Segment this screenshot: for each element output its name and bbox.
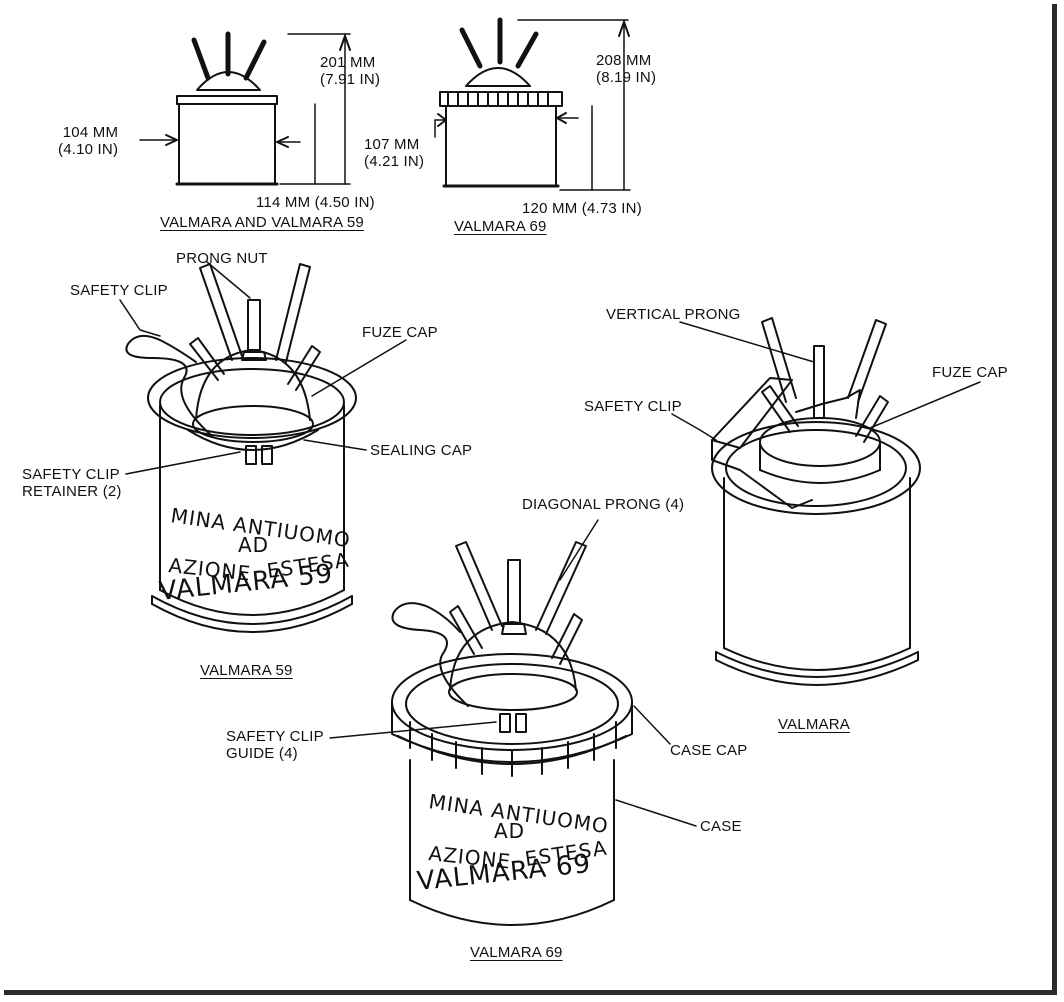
caption-valmara: VALMARA xyxy=(778,716,850,733)
width-dimension-valmara69: 107 MM (4.21 IN) xyxy=(364,136,424,170)
dimension-mm: 208 MM xyxy=(596,52,652,69)
base-dimension-valmara69: 120 MM (4.73 IN) xyxy=(522,200,642,217)
dimension-mm: 201 MM xyxy=(320,54,376,71)
valmara59-markings: MINA ANTIUOMO AD AZIONE ESTESA VALMARA 5… xyxy=(158,503,353,607)
dimension-in: (8.19 IN) xyxy=(596,69,657,86)
dimension-in: (4.10 IN) xyxy=(58,141,119,158)
label-safety-clip-retainer: SAFETY CLIP RETAINER (2) xyxy=(22,466,122,500)
label-line: SAFETY CLIP xyxy=(226,728,324,745)
base-dimension-valmara59: 114 MM (4.50 IN) xyxy=(256,194,375,211)
label-safety-clip: SAFETY CLIP xyxy=(70,282,168,299)
height-dimension-valmara59: 201 MM (7.91 IN) xyxy=(320,54,380,88)
valmara69-illustration xyxy=(391,541,633,926)
label-line: SAFETY CLIP xyxy=(22,466,120,483)
label-diagonal-prong: DIAGONAL PRONG (4) xyxy=(522,496,685,513)
label-sealing-cap: SEALING CAP xyxy=(370,442,473,459)
caption-valmara69: VALMARA 69 xyxy=(470,944,563,961)
caption-valmara-and-valmara59: VALMARA AND VALMARA 59 xyxy=(160,214,364,231)
valmara59-illustration xyxy=(125,263,357,633)
width-dimension-valmara59: 104 MM (4.10 IN) xyxy=(58,124,118,158)
caption-valmara59: VALMARA 59 xyxy=(200,662,293,679)
marking-line2: AD xyxy=(238,533,269,557)
label-line: GUIDE (4) xyxy=(226,745,298,762)
label-line: RETAINER (2) xyxy=(22,483,122,500)
dimension-in: (7.91 IN) xyxy=(320,71,381,88)
caption-valmara69-top: VALMARA 69 xyxy=(454,218,547,235)
leader-lines xyxy=(119,261,981,827)
label-prong-nut: PRONG NUT xyxy=(176,250,268,267)
valmara69-markings: MINA ANTIUOMO AD AZIONE ESTESA VALMARA 6… xyxy=(416,789,611,897)
marking-line2: AD xyxy=(494,819,525,843)
valmara-illustration xyxy=(711,317,921,686)
dimension-drawing-valmara69 xyxy=(434,17,631,191)
label-safety-clip-valmara: SAFETY CLIP xyxy=(584,398,682,415)
height-dimension-valmara69: 208 MM (8.19 IN) xyxy=(596,52,656,86)
label-safety-clip-guide: SAFETY CLIP GUIDE (4) xyxy=(226,728,324,762)
label-fuze-cap-valmara: FUZE CAP xyxy=(932,364,1008,381)
label-case-cap: CASE CAP xyxy=(670,742,748,759)
dimension-in: (4.21 IN) xyxy=(364,153,425,170)
label-vertical-prong: VERTICAL PRONG xyxy=(606,306,741,323)
label-case: CASE xyxy=(700,818,742,835)
label-fuze-cap: FUZE CAP xyxy=(362,324,438,341)
dimension-mm: 104 MM xyxy=(62,124,119,141)
dimension-mm: 107 MM xyxy=(364,136,420,153)
dimension-drawing-valmara59 xyxy=(139,31,351,186)
page-frame xyxy=(4,4,1057,995)
